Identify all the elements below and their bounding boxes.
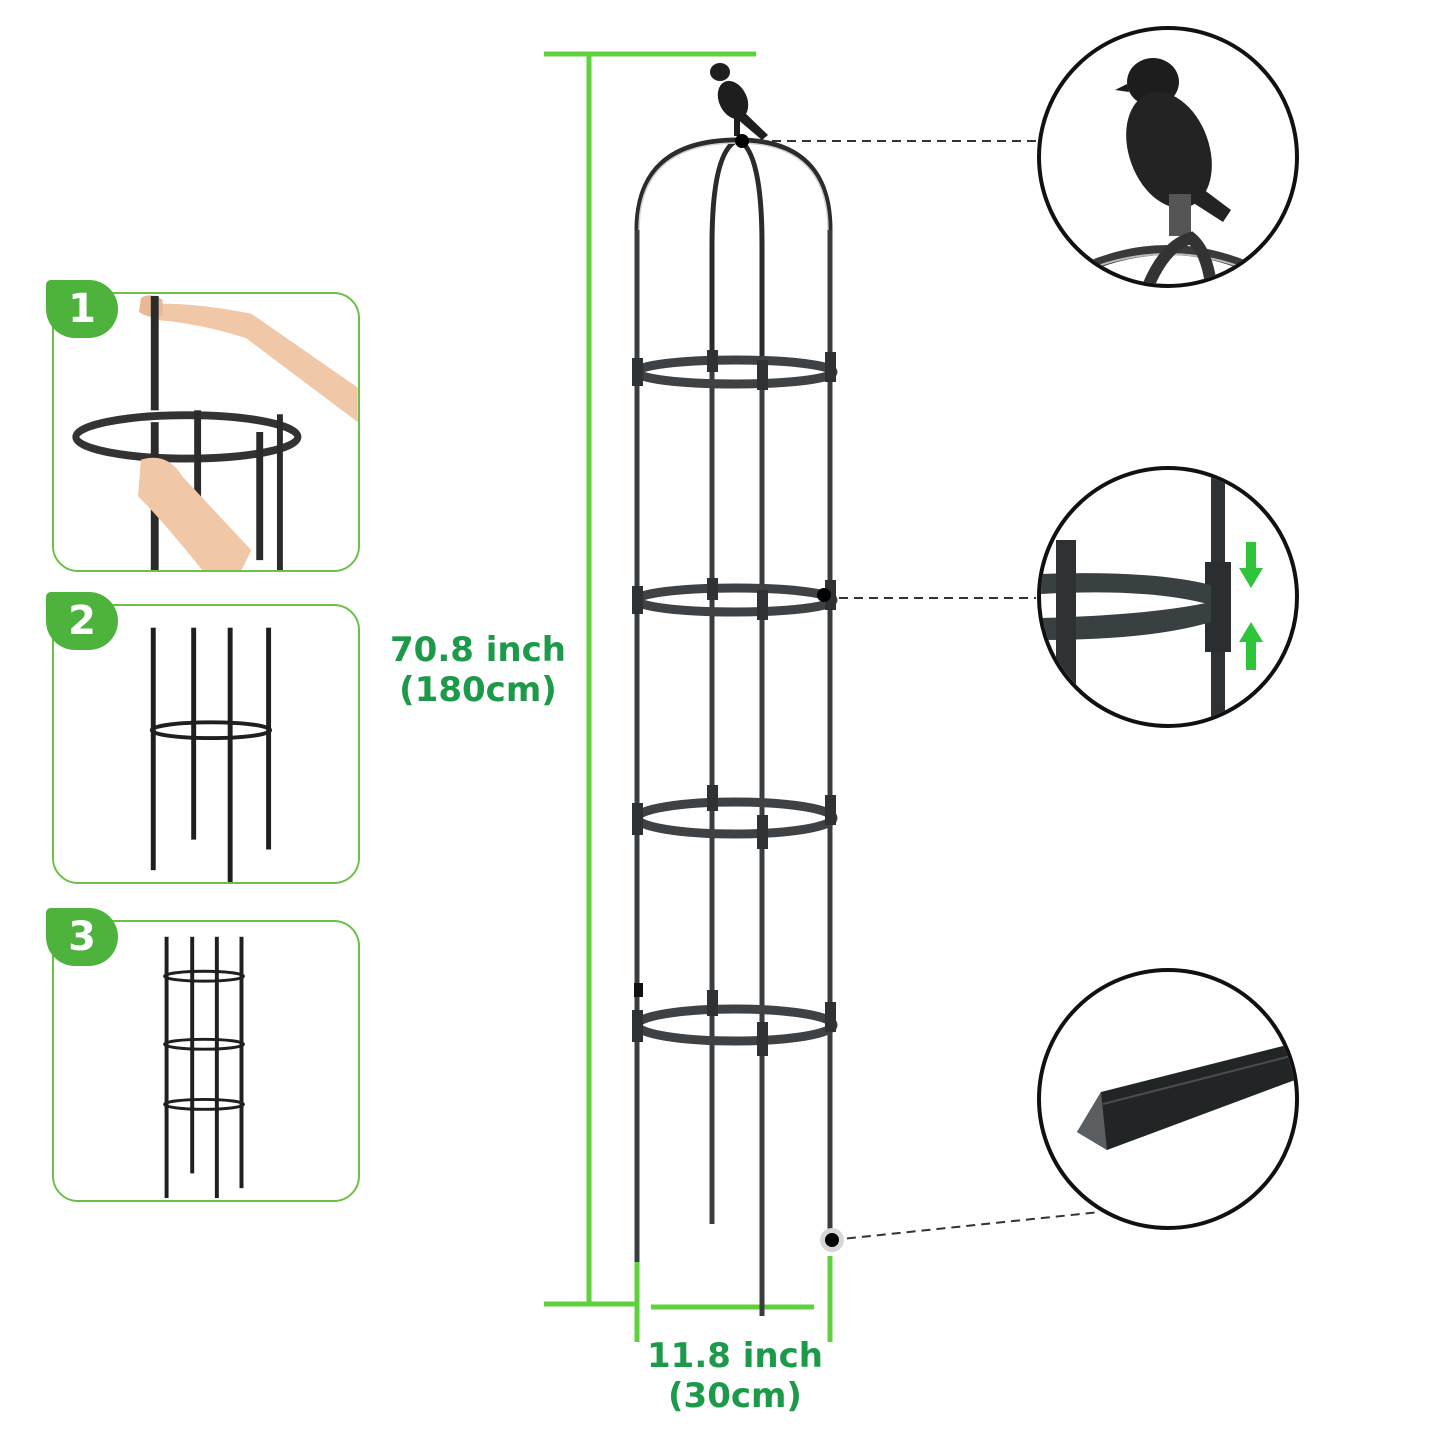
step-panel-1: 1 [46, 280, 360, 572]
step-panel-2: 2 [46, 592, 360, 884]
width-dimension-line [634, 1256, 833, 1342]
connector-illustration [1041, 470, 1263, 724]
step-panel-3: 3 [46, 908, 360, 1202]
step-2-badge: 2 [46, 592, 118, 650]
pointed-stake-detail [1037, 968, 1299, 1230]
step-3-illustration [163, 936, 245, 1199]
height-dimension-line [544, 51, 756, 1307]
width-imperial: 11.8 inch [647, 1336, 823, 1376]
step-3-badge: 3 [46, 908, 118, 966]
step-1-badge: 1 [46, 280, 118, 338]
width-label: 11.8 inch (30cm) [632, 1336, 838, 1416]
step-2-illustration [149, 627, 273, 882]
callout-leaders [742, 140, 1101, 1241]
stake-tip-icon [1077, 1044, 1295, 1150]
width-metric: (30cm) [668, 1376, 802, 1417]
height-imperial: 70.8 inch [390, 630, 566, 670]
height-metric: (180cm) [399, 670, 557, 711]
bird-icon [1058, 58, 1278, 284]
ring-connector-detail [1037, 466, 1299, 728]
height-label: 70.8 inch (180cm) [382, 630, 574, 710]
compress-arrows-icon [1239, 542, 1263, 670]
bird-finial-detail [1037, 26, 1299, 288]
bird-finial [710, 63, 768, 140]
step-1-illustration [72, 295, 358, 570]
